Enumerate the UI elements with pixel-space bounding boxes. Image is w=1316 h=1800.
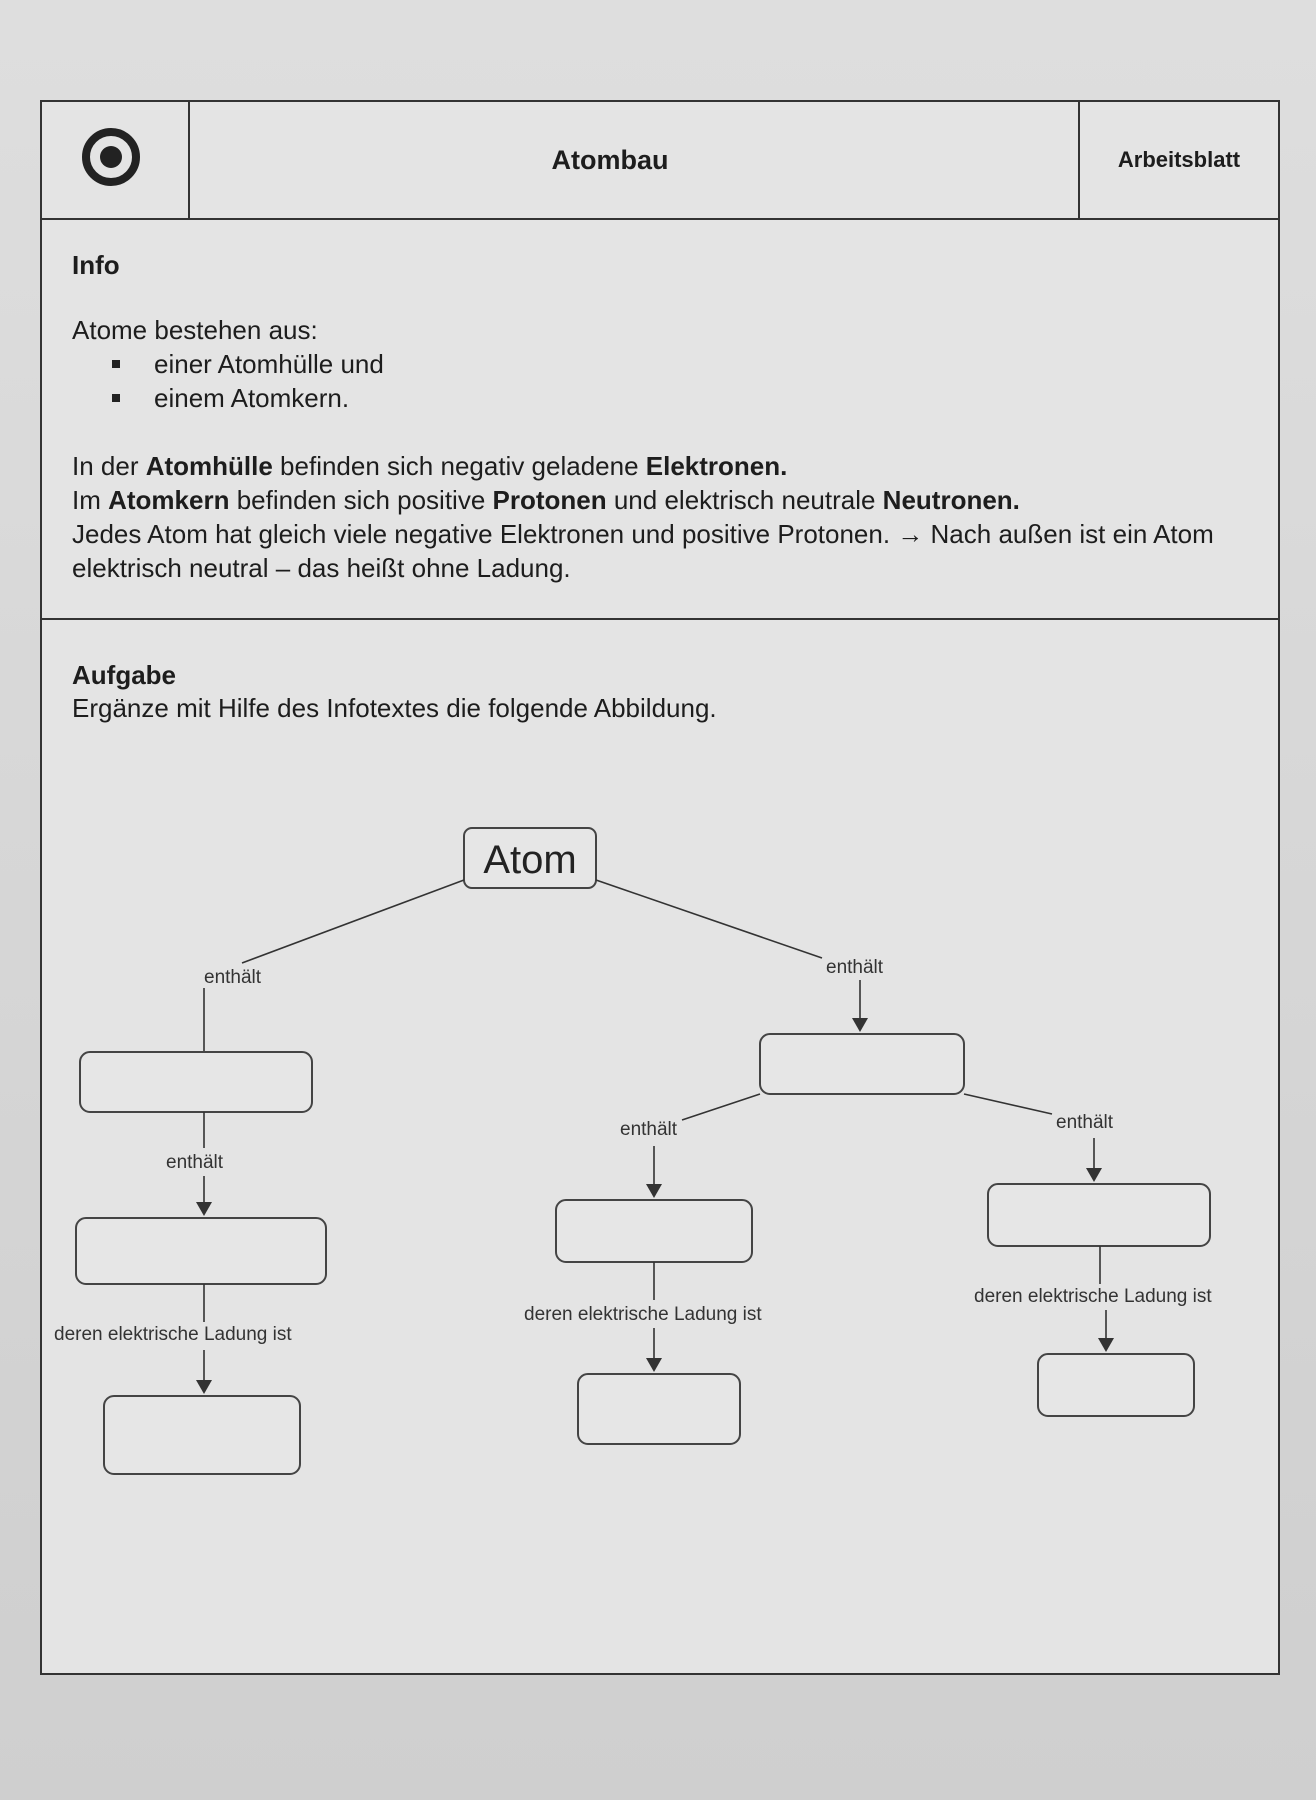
term-atomhuelle: Atomhülle xyxy=(145,451,273,481)
info-bullet-list: einer Atomhülle und einem Atomkern. xyxy=(72,347,1278,415)
edge-label-charge: deren elektrische Ladung ist xyxy=(524,1304,762,1325)
info-intro: Atome bestehen aus: xyxy=(72,315,318,345)
worksheet-header: Atombau Arbeitsblatt xyxy=(42,102,1278,220)
answer-box-protonen[interactable] xyxy=(555,1199,753,1263)
text-fragment: befinden sich positive xyxy=(229,485,493,515)
info-line-shell: In der Atomhülle befinden sich negativ g… xyxy=(72,449,1252,483)
answer-box-atomhuelle[interactable] xyxy=(79,1051,313,1113)
connector-line xyxy=(241,879,465,964)
text-fragment: und elektrisch neutrale xyxy=(606,485,883,515)
text-fragment: befinden sich negativ geladene xyxy=(272,451,646,481)
answer-box-elektronen[interactable] xyxy=(75,1217,327,1285)
connector-line xyxy=(963,1093,1053,1115)
answer-box-atomkern[interactable] xyxy=(759,1033,965,1095)
arrow-down-icon xyxy=(646,1184,662,1198)
arrow-down-icon xyxy=(196,1202,212,1216)
term-protonen: Protonen xyxy=(492,485,607,515)
info-heading: Info xyxy=(72,250,120,280)
answer-box-charge-elektronen[interactable] xyxy=(103,1395,301,1475)
connector-line xyxy=(595,879,823,959)
info-section: Info Atome bestehen aus: einer Atomhülle… xyxy=(42,220,1278,620)
edge-label-charge: deren elektrische Ladung ist xyxy=(54,1324,292,1345)
arrow-down-icon xyxy=(1098,1338,1114,1352)
arrow-down-icon xyxy=(852,1018,868,1032)
bullet-item: einem Atomkern. xyxy=(112,381,1278,415)
info-paragraph: In der Atomhülle befinden sich negativ g… xyxy=(72,449,1252,585)
term-elektronen: Elektronen. xyxy=(645,451,788,481)
text-fragment: Im xyxy=(72,485,109,515)
info-line-nucleus: Im Atomkern befinden sich positive Proto… xyxy=(72,483,1252,517)
answer-box-charge-neutronen[interactable] xyxy=(1037,1353,1195,1417)
concept-map: Atom enthält enthält enthält deren elekt… xyxy=(54,827,1212,1475)
info-line-neutral: Jedes Atom hat gleich viele negative Ele… xyxy=(72,519,1214,583)
edge-label-contains: enthält xyxy=(166,1152,224,1173)
text-fragment: In der xyxy=(72,451,146,481)
task-instruction: Ergänze mit Hilfe des Infotextes die fol… xyxy=(72,693,717,723)
task-section: Aufgabe Ergänze mit Hilfe des Infotextes… xyxy=(42,620,1278,1475)
atom-root-label: Atom xyxy=(483,838,576,882)
edge-label-contains: enthält xyxy=(620,1119,678,1140)
arrow-down-icon xyxy=(196,1380,212,1394)
worksheet-title: Atombau xyxy=(551,144,669,175)
atom-root-box xyxy=(463,827,597,889)
answer-box-charge-protonen[interactable] xyxy=(577,1373,741,1445)
task-heading: Aufgabe xyxy=(72,660,176,690)
worksheet: Atombau Arbeitsblatt Info Atome bestehen… xyxy=(40,100,1280,1675)
edge-label-contains: enthält xyxy=(204,967,262,988)
edge-label-contains: enthält xyxy=(826,957,884,978)
term-atomkern: Atomkern xyxy=(108,485,230,515)
edge-label-charge: deren elektrische Ladung ist xyxy=(974,1286,1212,1307)
edge-label-contains: enthält xyxy=(1056,1112,1114,1133)
logo-cell xyxy=(42,102,190,218)
connector-line xyxy=(681,1093,761,1121)
term-neutronen: Neutronen. xyxy=(882,485,1020,515)
target-logo-icon xyxy=(82,128,140,186)
bullet-item: einer Atomhülle und xyxy=(112,347,1278,381)
answer-box-neutronen[interactable] xyxy=(987,1183,1211,1247)
worksheet-type: Arbeitsblatt xyxy=(1078,102,1278,218)
arrow-down-icon xyxy=(1086,1168,1102,1182)
arrow-down-icon xyxy=(646,1358,662,1372)
